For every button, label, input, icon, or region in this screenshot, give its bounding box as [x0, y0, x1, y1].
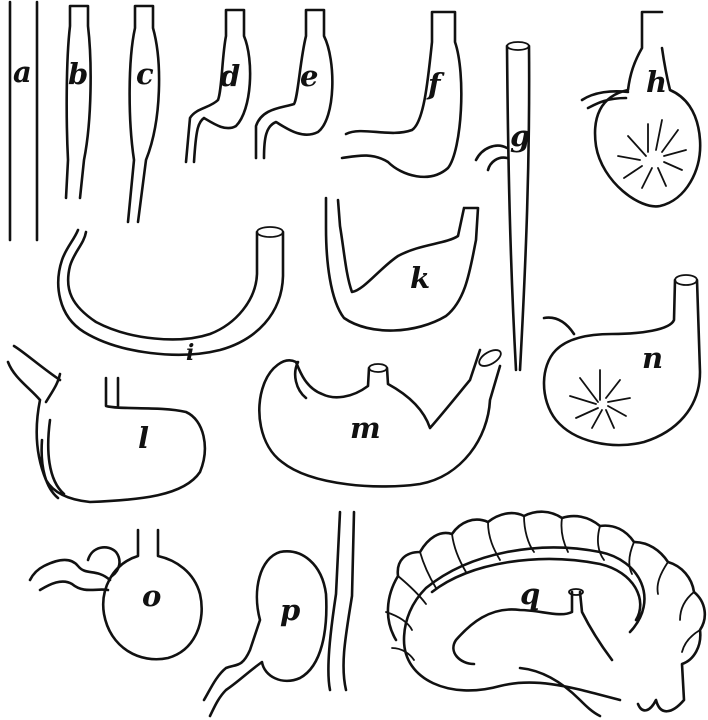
- label-i: i: [186, 340, 194, 366]
- label-o: o: [142, 579, 161, 613]
- panel-f: f: [342, 12, 461, 177]
- drawing-n-opening: [675, 275, 697, 285]
- drawing-i-opening: [257, 227, 283, 237]
- label-d: d: [220, 59, 240, 93]
- drawing-n-rays: [570, 370, 630, 428]
- drawing-d: [186, 10, 250, 162]
- panel-d: d: [186, 10, 250, 162]
- drawing-g: [476, 46, 529, 370]
- panel-c: c: [128, 6, 159, 222]
- label-m: m: [350, 411, 381, 445]
- label-g: g: [510, 119, 530, 153]
- label-k: k: [410, 261, 430, 295]
- label-c: c: [136, 57, 154, 91]
- panel-n: n: [544, 275, 700, 445]
- drawing-k: [326, 198, 478, 331]
- drawing-b: [66, 6, 91, 198]
- panel-o: o: [30, 530, 202, 659]
- panel-h: h: [582, 12, 700, 206]
- drawing-n: [544, 280, 700, 445]
- label-a: a: [13, 55, 32, 89]
- drawing-m-cardia: [369, 364, 387, 372]
- panel-k: k: [326, 198, 478, 331]
- drawing-o: [30, 530, 202, 659]
- panel-g: g: [476, 42, 530, 370]
- label-q: q: [520, 577, 540, 611]
- label-p: p: [280, 593, 300, 627]
- drawing-a: [10, 2, 37, 240]
- drawing-p: [204, 512, 354, 716]
- drawing-l: [8, 346, 205, 502]
- label-n: n: [642, 341, 663, 375]
- panel-q: q: [386, 512, 705, 716]
- drawing-q-inner: [404, 548, 644, 717]
- panel-e: e: [256, 10, 332, 158]
- drawing-i: [58, 230, 283, 355]
- drawing-q-outer: [388, 512, 705, 712]
- drawing-h: [582, 12, 700, 206]
- panel-b: b: [66, 6, 91, 198]
- drawing-g-opening: [507, 42, 529, 50]
- drawing-f: [342, 12, 461, 177]
- panel-l: l: [8, 346, 205, 502]
- label-b: b: [68, 57, 88, 91]
- panel-i: i: [58, 227, 283, 366]
- label-f: f: [426, 67, 445, 101]
- label-e: e: [300, 59, 318, 93]
- drawing-h-rays: [618, 120, 686, 188]
- label-l: l: [138, 421, 149, 455]
- panel-m: m: [259, 347, 503, 487]
- drawing-e: [256, 10, 332, 158]
- drawing-c: [128, 6, 159, 222]
- panel-p: p: [204, 512, 354, 716]
- label-h: h: [646, 65, 667, 99]
- panel-a: a: [10, 2, 37, 240]
